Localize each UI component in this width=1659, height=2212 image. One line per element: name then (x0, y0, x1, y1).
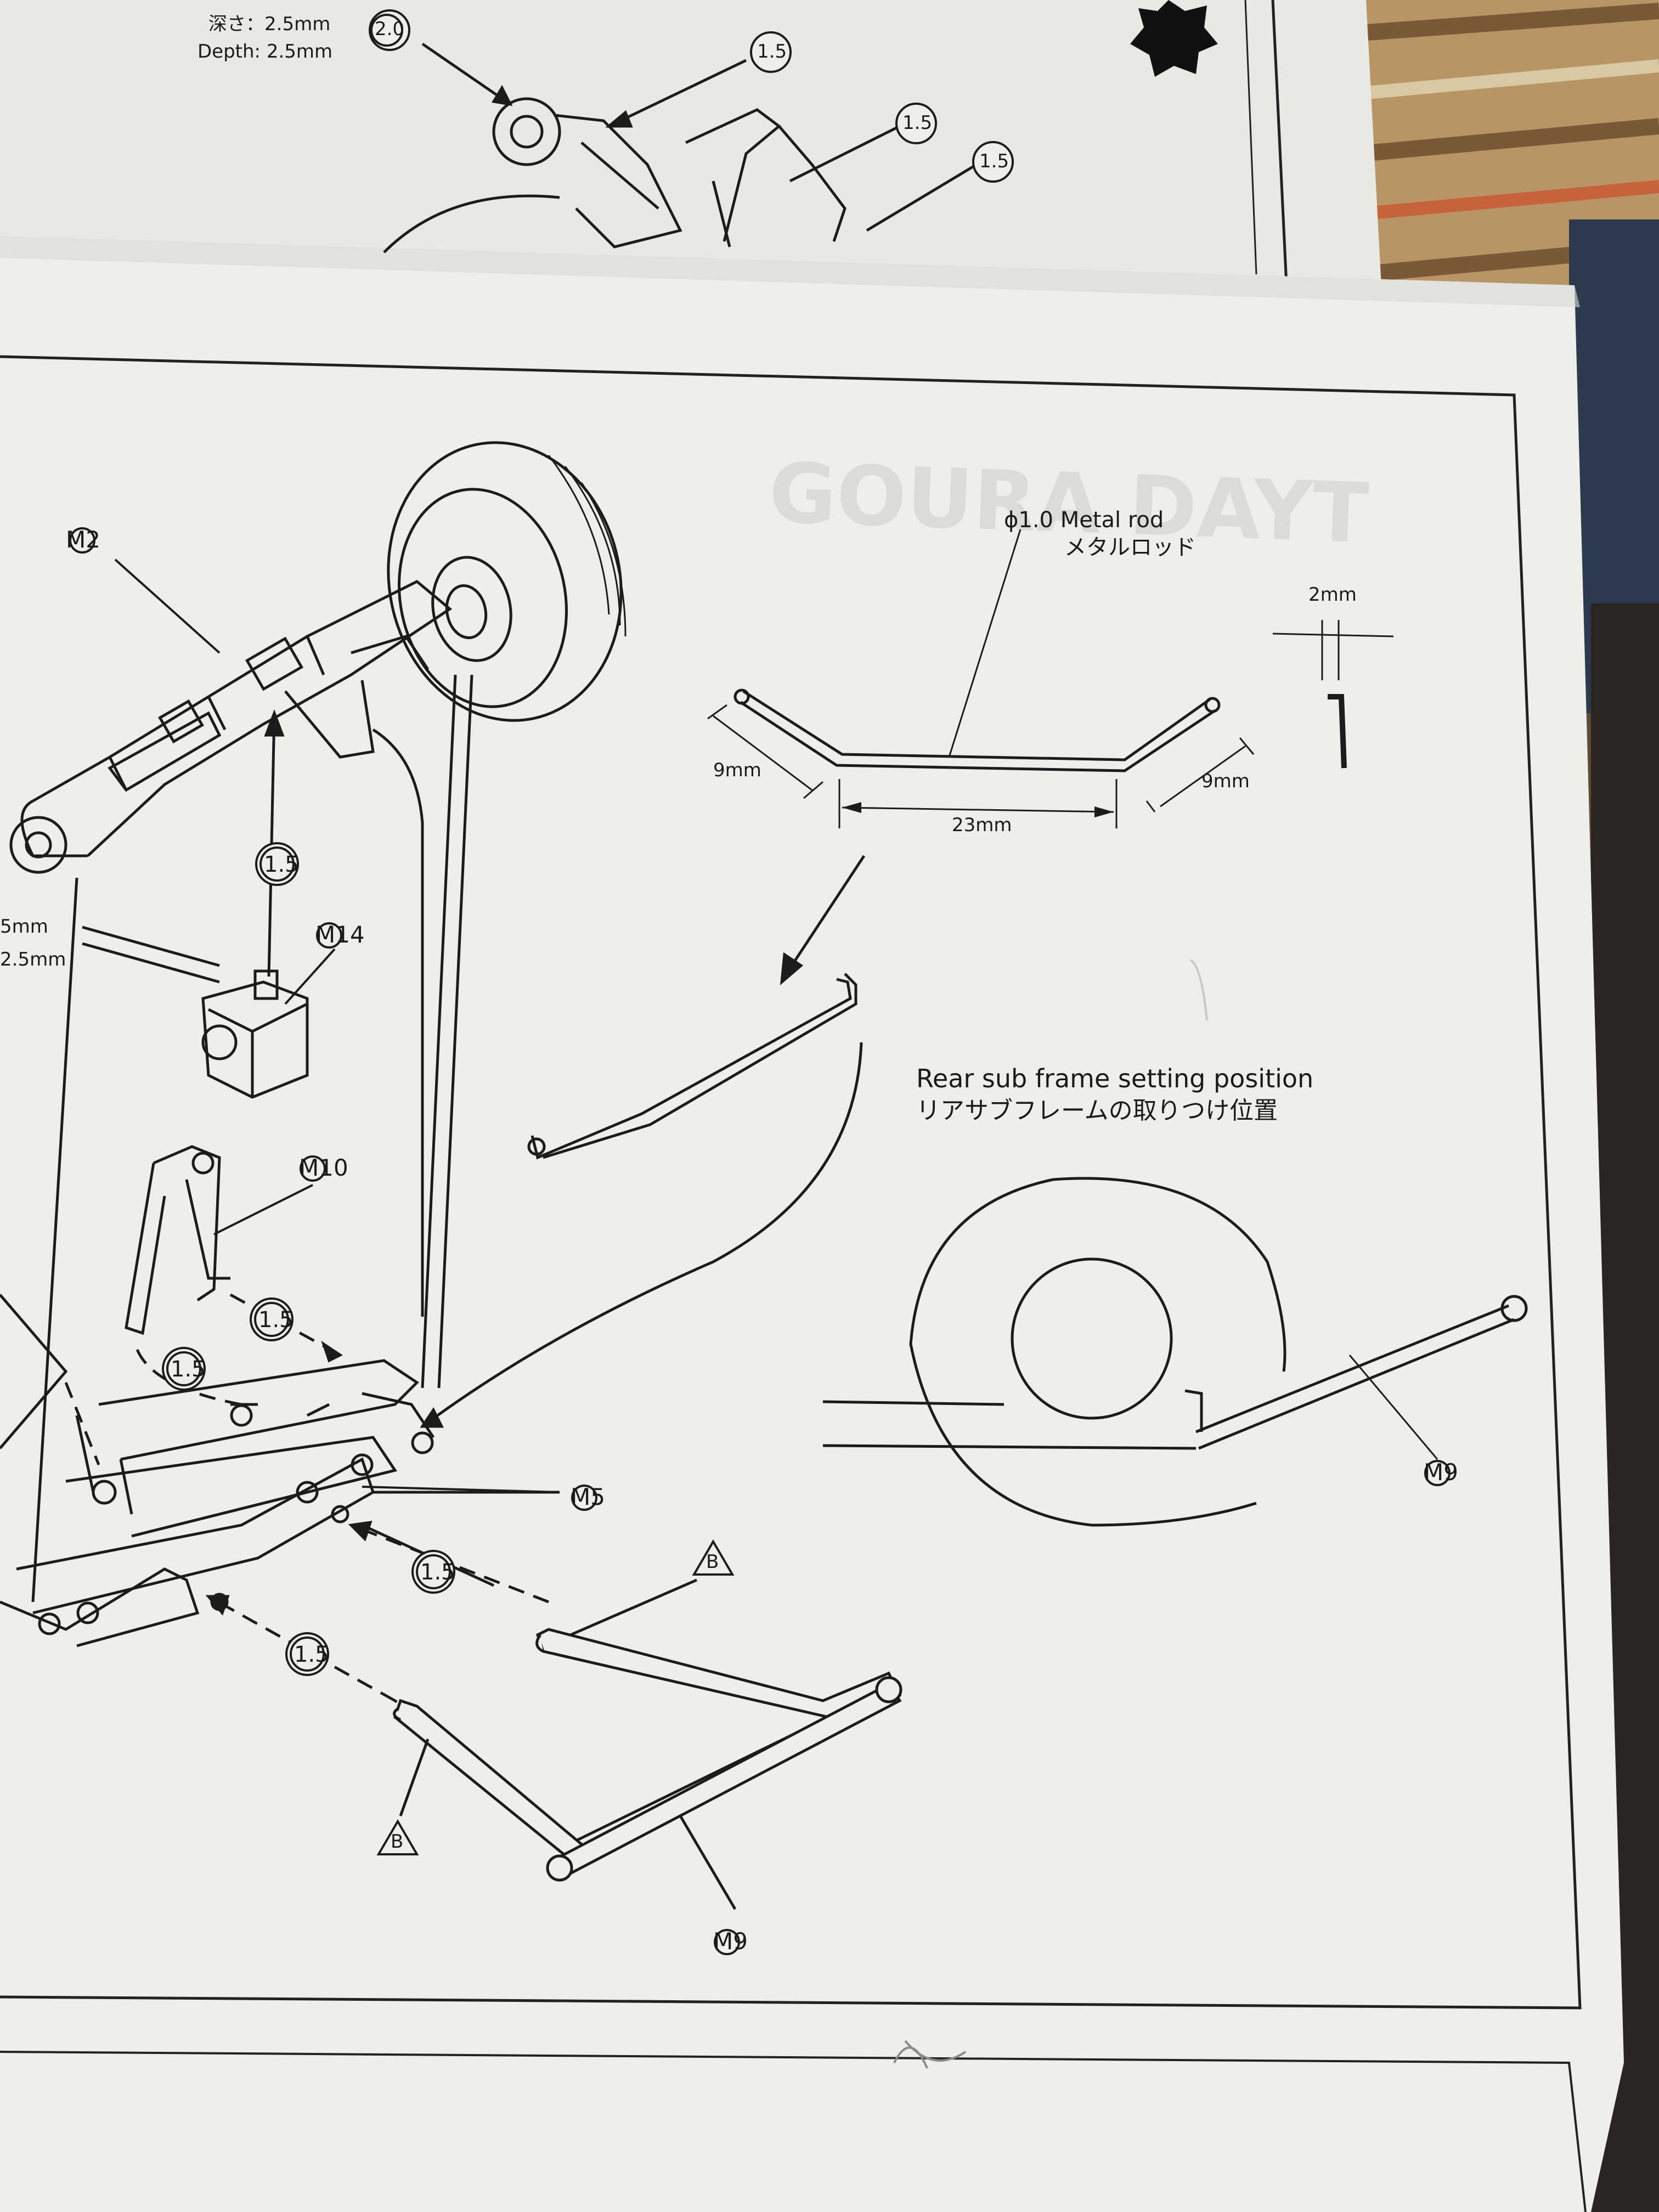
callout-1-5-a: 1.5 (264, 852, 299, 877)
callout-1-5-c: 1.5 (171, 1357, 206, 1382)
setting-position-drawing (822, 1177, 1528, 1527)
svg-text:GOURA DAYT: GOURA DAYT (768, 445, 1370, 562)
part-M2: M2 (66, 526, 100, 553)
shock-absorber-M10 (125, 1145, 230, 1335)
metal-rod-title-jp: メタルロッド (1064, 535, 1196, 560)
marker-B-triangles (376, 1539, 735, 1855)
panel-border (0, 355, 1582, 2010)
part-leaders (114, 558, 560, 1493)
marker-B-upper: B (706, 1551, 719, 1573)
top-sheet (0, 0, 1383, 307)
bamboo-mat-stripes (1359, 0, 1659, 2212)
dim-9mm-right: 9mm (1201, 770, 1250, 792)
part-M10: M10 (299, 1154, 348, 1181)
metal-rod-title-en: ϕ1.0 Metal rod (1004, 507, 1164, 533)
part-M5: M5 (571, 1483, 605, 1510)
marker-B-lower: B (391, 1831, 404, 1853)
top-callout-1-5-b: 1.5 (902, 112, 933, 134)
axle-housing-M2 (20, 580, 453, 857)
part-M14: M14 (315, 921, 365, 948)
top-depth-jp: 深さ：2.5mm (208, 13, 331, 35)
top-callout-2-0: 2.0 (375, 18, 405, 40)
top-depth-en: Depth: 2.5mm (198, 41, 333, 63)
dim-9mm-left: 9mm (713, 759, 761, 781)
dim-2-5mm-left: 2.5mm (0, 949, 66, 970)
dim-2mm: 2mm (1308, 584, 1357, 606)
subframe-title-jp: リアサブフレームの取りつけ位置 (916, 1097, 1278, 1125)
top-callout-1-5-a: 1.5 (757, 41, 787, 63)
frame-M9-parts (393, 1578, 902, 1910)
metal-rod-drawing (527, 529, 1394, 1160)
top-callout-circles (369, 9, 1014, 183)
gearbox-M14 (201, 969, 309, 1099)
top-callout-1-5-c: 1.5 (979, 150, 1009, 172)
sub-frame-assembly (0, 1294, 435, 1647)
main-callout-circles (162, 842, 455, 1676)
part-M9-detail: M9 (1424, 1459, 1458, 1486)
subframe-title-en: Rear sub frame setting position (916, 1064, 1314, 1093)
callout-1-5-d: 1.5 (420, 1560, 455, 1585)
dim-5mm-left: 5mm (0, 916, 48, 938)
starburst-mark (1130, 0, 1218, 77)
part-number-circles (69, 527, 1451, 1955)
callout-1-5-e: 1.5 (294, 1642, 329, 1667)
rear-wheel (387, 441, 627, 722)
callout-1-5-b: 1.5 (258, 1307, 294, 1333)
dim-23mm: 23mm (952, 814, 1012, 836)
part-M9-lower: M9 (713, 1928, 748, 1955)
top-sheet-drawing (383, 0, 1218, 253)
lower-panel-border (0, 2051, 1587, 2212)
